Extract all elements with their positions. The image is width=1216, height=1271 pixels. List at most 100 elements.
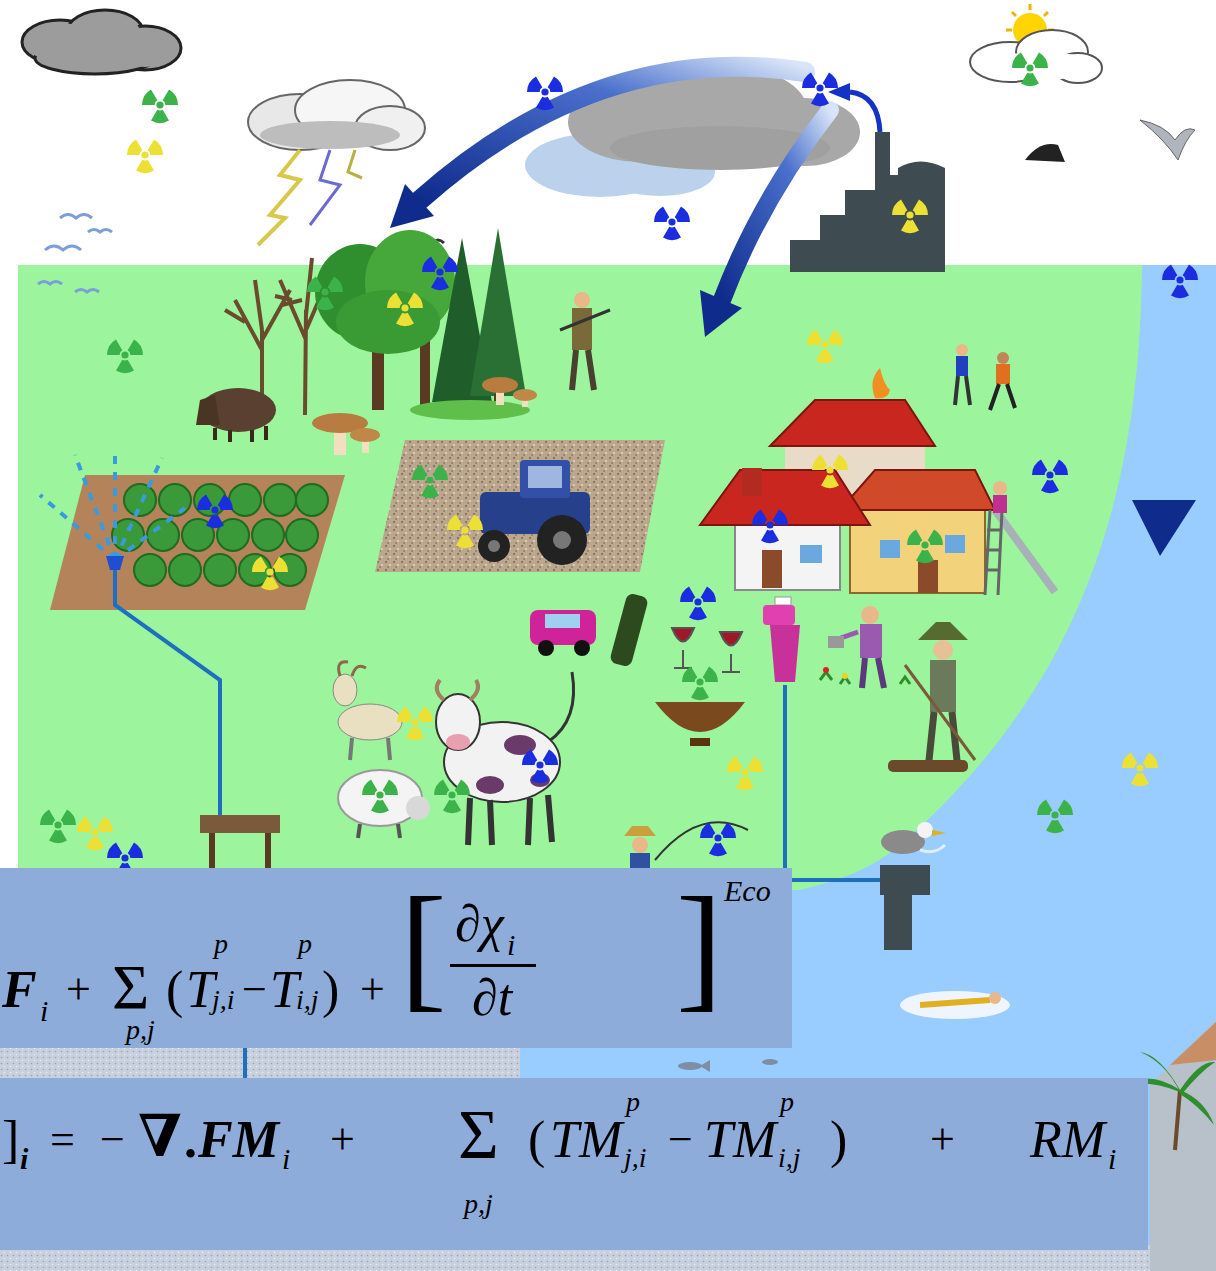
birds (45, 246, 81, 250)
transfer-arrow (1132, 272, 1196, 556)
wine (609, 592, 649, 667)
radiation-symbol (387, 292, 423, 326)
gardener (861, 606, 879, 624)
lettuce-field (50, 475, 345, 610)
seagull-post (932, 830, 946, 836)
equation-term: − (100, 1118, 125, 1162)
birds (60, 215, 92, 219)
equation-term: ∂t (472, 972, 512, 1024)
radiation-symbol (77, 816, 113, 850)
swimmer (900, 991, 1010, 1019)
tap (775, 597, 791, 605)
houses (850, 505, 985, 593)
cow (468, 795, 552, 845)
transfer-arrow (828, 83, 880, 132)
fisherman (655, 822, 748, 860)
seagull-post (880, 822, 946, 950)
slide (985, 481, 1055, 595)
farmer (888, 622, 975, 772)
cow (437, 680, 478, 700)
football-players (996, 364, 1010, 384)
equation-term: ) (322, 964, 339, 1016)
gardener (862, 658, 884, 688)
lightning-cloud (310, 150, 340, 225)
swimmer (900, 991, 1010, 1019)
lettuce-field (296, 484, 328, 516)
equation-term: [ (400, 876, 447, 1016)
radiation-symbol (412, 464, 448, 498)
wild-boar (196, 395, 220, 425)
wild-boar (215, 426, 266, 442)
equation-term: . (184, 1114, 197, 1166)
equation-term: j,i (212, 986, 235, 1014)
shore-rock (1170, 1022, 1216, 1065)
fisherman (632, 837, 648, 853)
gardener (820, 606, 910, 688)
radiation-symbol (700, 822, 736, 856)
sprinkler (106, 556, 124, 570)
storm-cloud (35, 42, 155, 74)
storm-cloud (22, 10, 181, 74)
equation-box: ]i=−∇.FMi+Σp,j(TMpj,i−TMpi,j)+RMi (0, 1078, 1148, 1250)
birds (88, 230, 112, 233)
well (212, 833, 268, 870)
mortar-bowl (655, 702, 745, 732)
equation-term: p (214, 930, 228, 958)
hunter (572, 350, 594, 390)
gardener (820, 672, 910, 684)
equation-term: p,j (126, 1016, 155, 1044)
tractor (528, 466, 562, 488)
mushrooms (513, 389, 537, 401)
tractor (478, 460, 590, 565)
equation-term: + (330, 1118, 355, 1162)
houses (770, 400, 935, 446)
shore-rock (1150, 1020, 1216, 1271)
radiation-symbol (812, 454, 848, 488)
radiation-symbol (1032, 459, 1068, 493)
lettuce-field (50, 475, 345, 610)
tractor (553, 531, 571, 549)
houses (742, 468, 762, 496)
cow (446, 734, 470, 750)
equation-term: TM (704, 1114, 776, 1166)
equation-term: p (298, 930, 312, 958)
equation-term: Σ (112, 956, 149, 1020)
houses (762, 550, 782, 588)
gardener (842, 673, 848, 679)
fisherman (624, 826, 656, 836)
tractor (478, 530, 510, 562)
radiation-symbol (1162, 264, 1198, 298)
radiation-symbol (127, 139, 163, 173)
mushrooms (482, 377, 518, 393)
equation-term: p,j (464, 1190, 493, 1218)
equation-term: ] (2, 1114, 19, 1166)
forest (410, 400, 530, 420)
well (200, 815, 280, 833)
seagull-post (884, 895, 912, 950)
radiation-symbol (727, 756, 763, 790)
lettuce-field (264, 484, 296, 516)
equation-term: ∂χ (455, 898, 504, 950)
radiation-symbol (422, 256, 458, 290)
palm-tree (1180, 1062, 1215, 1094)
hunter (572, 308, 592, 350)
football-players (990, 384, 1015, 410)
forest (225, 228, 530, 420)
car (545, 614, 580, 628)
mushrooms (350, 428, 380, 442)
equation-term: T (186, 964, 215, 1016)
radiation-symbol (40, 809, 76, 843)
slide (985, 510, 1002, 595)
wine (720, 632, 742, 672)
radiation-symbol (1037, 799, 1073, 833)
farmer (918, 622, 968, 640)
football-players (956, 356, 968, 376)
tap (763, 597, 800, 682)
equation-term: i (1108, 1144, 1116, 1174)
hunter (574, 292, 590, 308)
equation-term: i,j (296, 986, 319, 1014)
birds (75, 290, 99, 293)
equation-term: T (270, 964, 299, 1016)
